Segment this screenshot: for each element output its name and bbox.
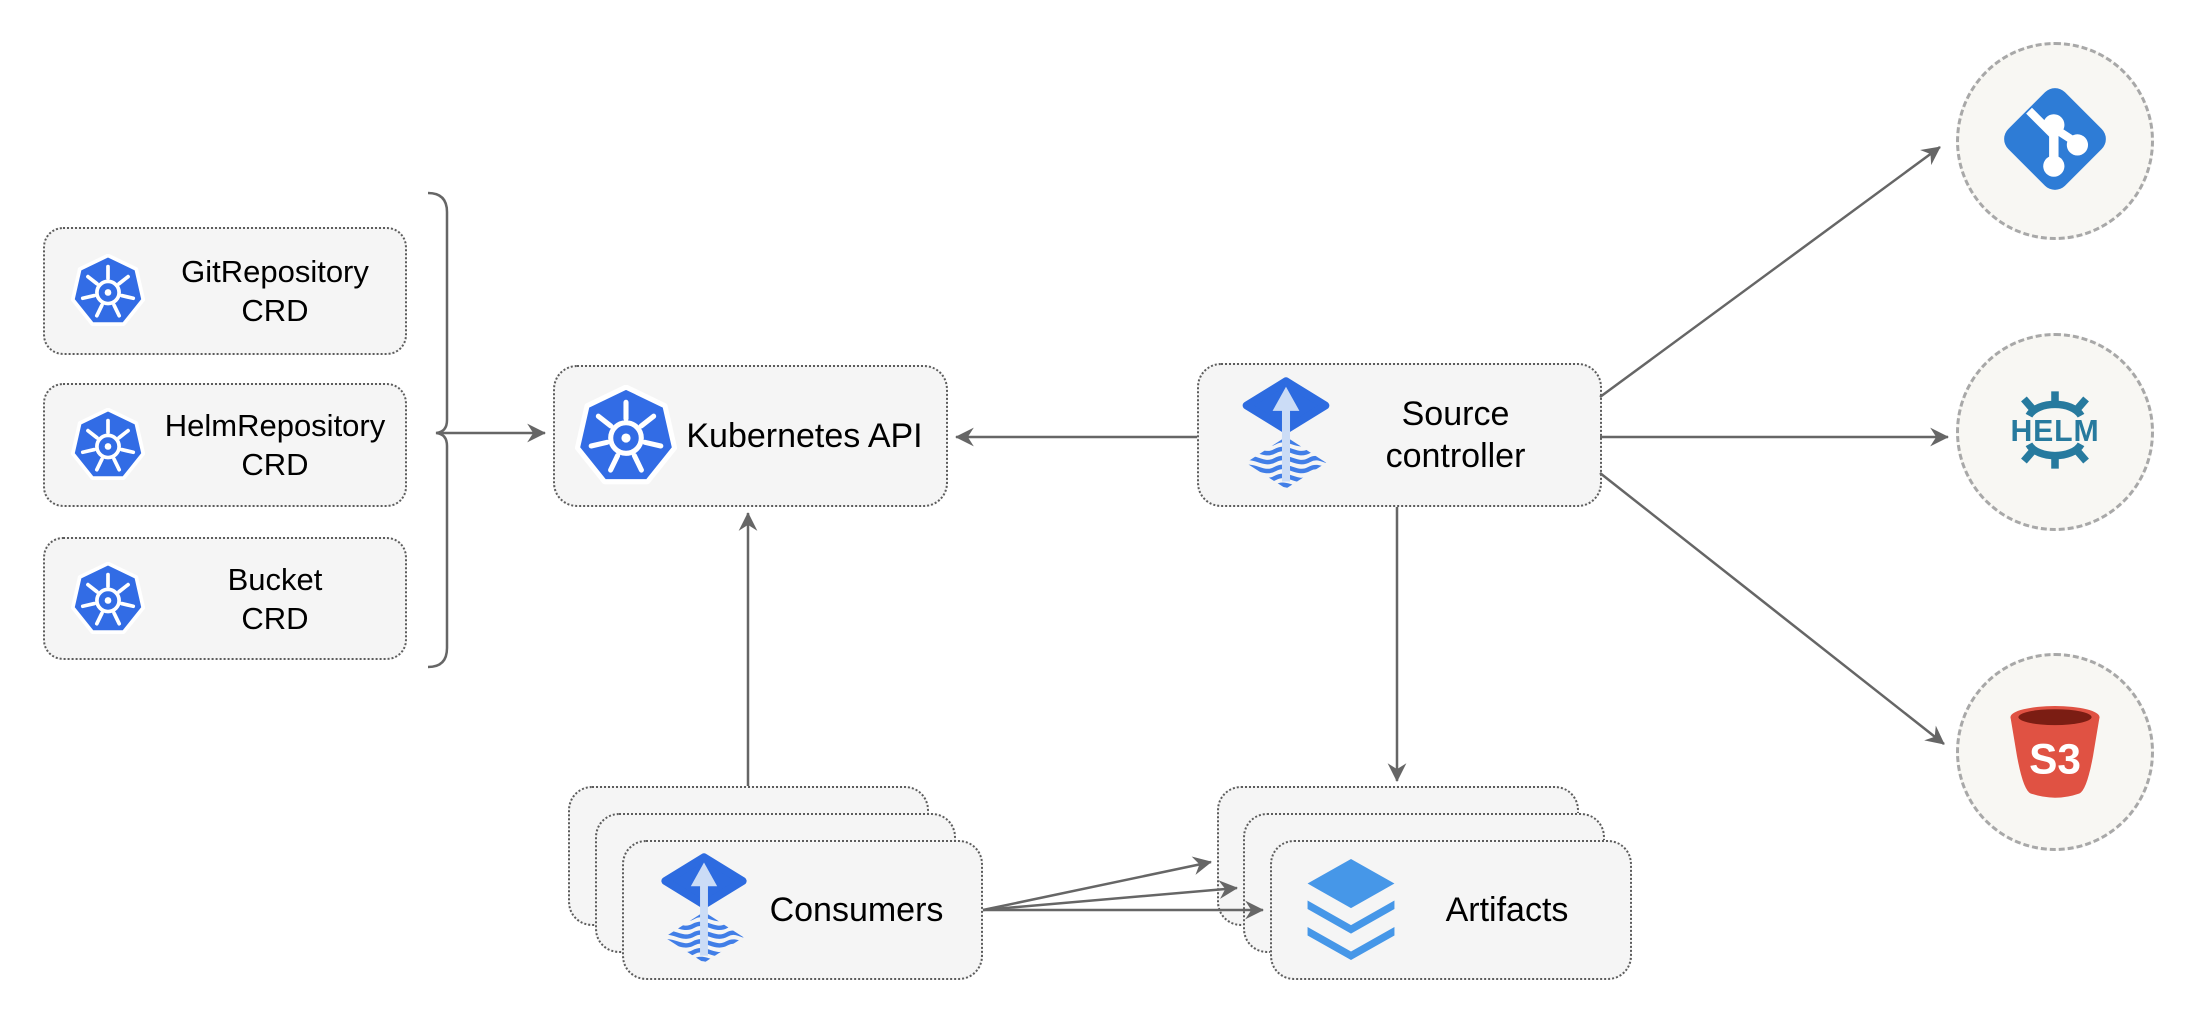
node-helm-source: HELM [1956, 333, 2154, 531]
arrow-source-controller-to-s3 [1599, 472, 1945, 745]
helm-icon: HELM [1992, 388, 2118, 477]
layers-icon [1302, 859, 1400, 961]
label-line2: CRD [241, 600, 309, 636]
kubernetes-icon [71, 254, 145, 328]
kubernetes-icon [575, 385, 677, 487]
label-line2: CRD [241, 447, 309, 482]
node-artifacts: Artifacts [1270, 840, 1632, 980]
label-line1: GitRepository [181, 254, 369, 289]
arrow-consumers-to-artifacts-1 [982, 856, 1212, 912]
kubernetes-api-label: Kubernetes API [686, 417, 923, 455]
node-source-controller: Source controller [1197, 363, 1602, 507]
label-line2: CRD [241, 293, 309, 328]
node-s3-source: S3 [1956, 653, 2154, 851]
consumers-label: Consumers [769, 891, 944, 929]
arrow-consumers-to-artifacts-2 [982, 880, 1238, 912]
kubernetes-icon [71, 408, 145, 482]
label-line1: Source [1401, 395, 1510, 433]
node-label: GitRepository CRD [145, 252, 405, 330]
helm-label: HELM [2010, 414, 2099, 447]
label-line1: Bucket [227, 561, 323, 597]
label-line2: controller [1385, 437, 1526, 475]
source-controller-label: Source controller [1331, 393, 1600, 477]
flux-icon [1241, 376, 1331, 494]
s3-label: S3 [2029, 735, 2081, 782]
flux-icon [660, 852, 748, 968]
git-icon [1996, 80, 2114, 203]
arrow-source-controller-to-git [1599, 145, 1941, 399]
crd-group-brace [427, 191, 449, 669]
node-kubernetes-api: Kubernetes API [553, 365, 948, 507]
node-gitrepository-crd: GitRepository CRD [43, 227, 407, 355]
node-helmrepository-crd: HelmRepository CRD [43, 383, 407, 507]
node-label: HelmRepository CRD [145, 406, 405, 484]
node-label: Bucket CRD [145, 560, 405, 638]
s3-bucket-icon: S3 [2002, 697, 2108, 808]
artifacts-label: Artifacts [1445, 891, 1569, 929]
kubernetes-icon [71, 561, 145, 636]
label-line1: HelmRepository [164, 408, 386, 443]
node-git-source [1956, 42, 2154, 240]
node-bucket-crd: Bucket CRD [43, 537, 407, 660]
node-consumers: Consumers [622, 840, 983, 980]
